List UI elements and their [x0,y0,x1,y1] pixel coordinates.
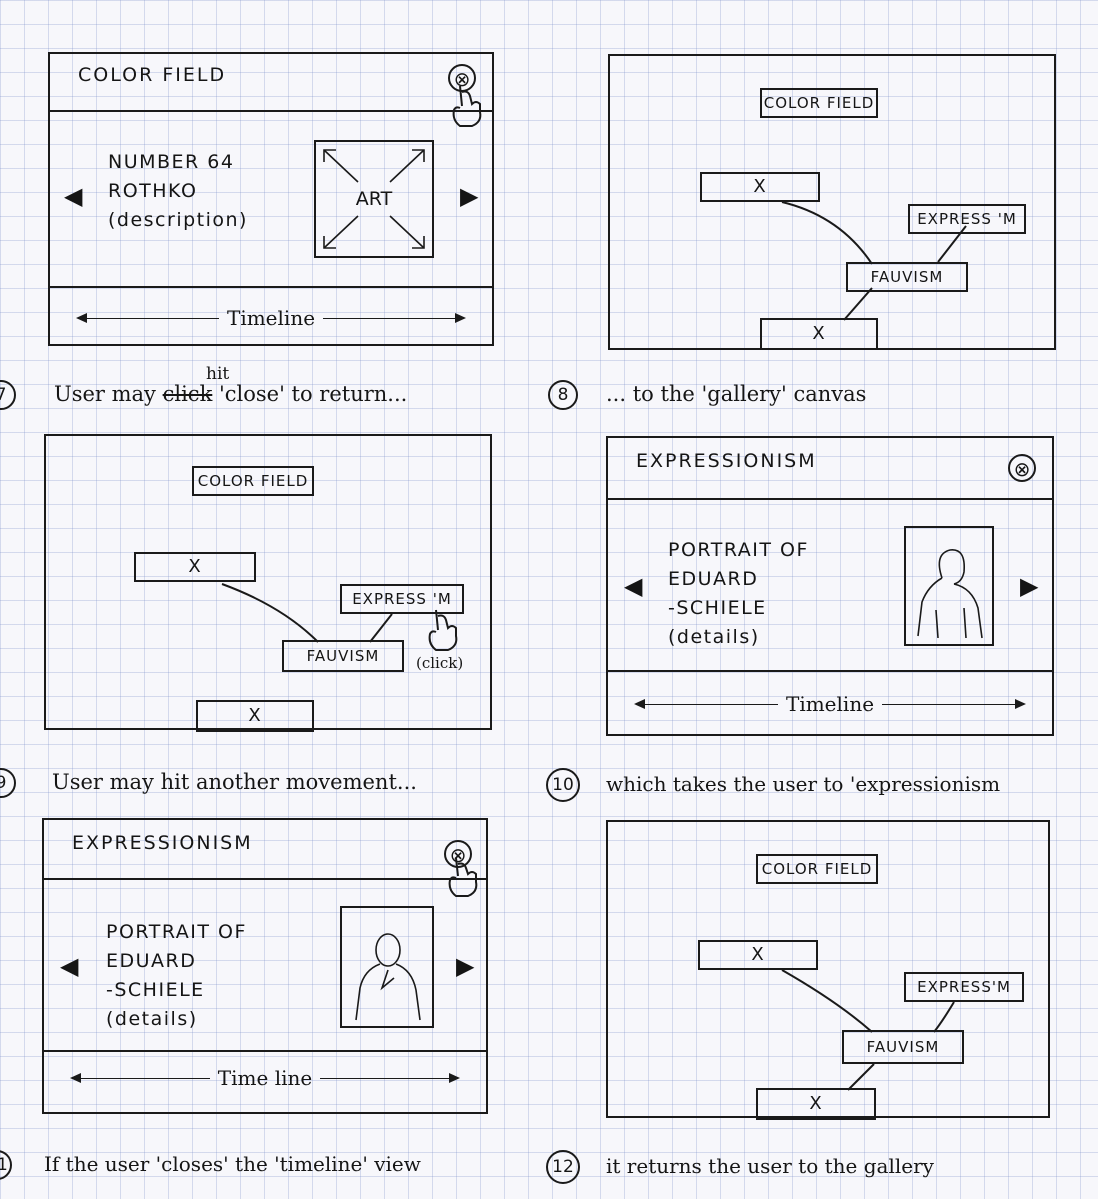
panel-title: EXPRESSIONISM [72,832,253,854]
node-x-lower[interactable]: X [760,318,878,350]
artwork-title: PORTRAIT OF [106,921,247,943]
artwork-title: NUMBER 64 [108,151,235,173]
details-text: (details) [106,1008,198,1030]
step-number-8: 8 [548,380,578,410]
previous-arrow-icon[interactable]: ◀ [60,952,79,980]
artist-last-name: -SCHIELE [106,979,205,1001]
panel-11-detail-view: EXPRESSIONISM ⊗ ◀ PORTRAIT OF EDUARD -SC… [42,818,488,1114]
timeline-bar[interactable]: Timeline [50,286,492,344]
close-icon[interactable]: ⊗ [1008,454,1036,482]
node-x-lower[interactable]: X [756,1088,876,1120]
panel-title: EXPRESSIONISM [636,450,817,472]
artwork-description: PORTRAIT OF EDUARD -SCHIELE (details) [668,536,809,652]
pointing-hand-icon [448,857,478,897]
previous-arrow-icon[interactable]: ◀ [624,572,643,600]
node-color-field[interactable]: COLOR FIELD [760,88,878,118]
node-color-field[interactable]: COLOR FIELD [192,466,314,496]
caption-10: which takes the user to 'expressionism [606,772,1001,796]
node-expressionism[interactable]: EXPRESS 'M [340,584,464,614]
artist-first-name: EDUARD [668,568,759,590]
panel-12-gallery-canvas: COLOR FIELD X EXPRESS'M FAUVISM X [606,820,1050,1120]
node-x-lower[interactable]: X [196,700,314,732]
description-text: (description) [108,209,248,231]
caption-9: User may hit another movement... [52,770,417,794]
timeline-label: Timeline [226,306,316,330]
caption-11: If the user 'closes' the 'timeline' view [44,1152,421,1176]
node-expressionism[interactable]: EXPRESS'M [904,972,1024,1002]
caption-8: ... to the 'gallery' canvas [606,382,867,406]
artwork-description: NUMBER 64 ROTHKO (description) [108,148,248,235]
next-arrow-icon[interactable]: ▶ [456,952,475,980]
person-portrait-icon [355,933,421,1021]
person-portrait-icon [917,549,983,639]
art-placeholder-label: ART [355,188,393,210]
panel-header: COLOR FIELD ⊗ [50,54,492,112]
node-color-field[interactable]: COLOR FIELD [756,854,878,884]
panel-10-detail-view: EXPRESSIONISM ⊗ ◀ PORTRAIT OF EDUARD -SC… [606,436,1054,736]
node-x-upper[interactable]: X [134,552,256,582]
click-note: (click) [416,654,464,672]
artist-last-name: -SCHIELE [668,597,767,619]
panel-8-gallery-canvas: COLOR FIELD X EXPRESS 'M FAUVISM X [608,54,1056,350]
caption-7: User may click 'close' to return... [54,382,408,406]
artwork-thumbnail[interactable] [340,906,434,1028]
node-fauvism[interactable]: FAUVISM [846,262,968,292]
caption-12: it returns the user to the gallery [606,1154,934,1178]
artwork-thumbnail[interactable]: ART [314,140,434,258]
artwork-thumbnail[interactable] [904,526,994,646]
node-x-upper[interactable]: X [698,940,818,970]
artwork-title: PORTRAIT OF [668,539,809,561]
previous-arrow-icon[interactable]: ◀ [64,182,83,210]
details-text: (details) [668,626,760,648]
step-number-11: 11 [0,1150,12,1180]
artist-name: ROTHKO [108,180,198,202]
node-links [221,583,393,643]
node-fauvism[interactable]: FAUVISM [282,640,404,672]
step-number-12: 12 [546,1150,580,1184]
struck-word: click [162,382,213,406]
panel-title: COLOR FIELD [78,64,227,86]
timeline-label: Timeline [785,692,875,716]
node-expressionism[interactable]: EXPRESS 'M [908,204,1026,234]
artwork-description: PORTRAIT OF EDUARD -SCHIELE (details) [106,918,247,1034]
pointing-hand-icon [428,609,458,651]
inserted-word: hit [206,364,230,384]
timeline-bar[interactable]: Timeline [608,670,1052,734]
node-fauvism[interactable]: FAUVISM [842,1030,964,1064]
artist-first-name: EDUARD [106,950,197,972]
panel-header: EXPRESSIONISM ⊗ [608,438,1052,500]
pointing-hand-icon [452,85,482,127]
panel-7-detail-view: COLOR FIELD ⊗ ◀ NUMBER 64 ROTHKO (descri… [48,52,494,346]
step-number-9: 9 [0,768,16,798]
step-number-10: 10 [546,768,580,802]
panel-9-gallery-canvas: COLOR FIELD X EXPRESS 'M FAUVISM (click)… [44,434,492,732]
panel-header: EXPRESSIONISM ⊗ [44,820,486,880]
step-number-7: 7 [0,380,16,410]
timeline-label: Time line [217,1066,313,1090]
expand-arrows-icon [323,149,425,249]
next-arrow-icon[interactable]: ▶ [460,182,479,210]
next-arrow-icon[interactable]: ▶ [1020,572,1039,600]
node-x-upper[interactable]: X [700,172,820,202]
timeline-bar[interactable]: Time line [44,1050,486,1112]
